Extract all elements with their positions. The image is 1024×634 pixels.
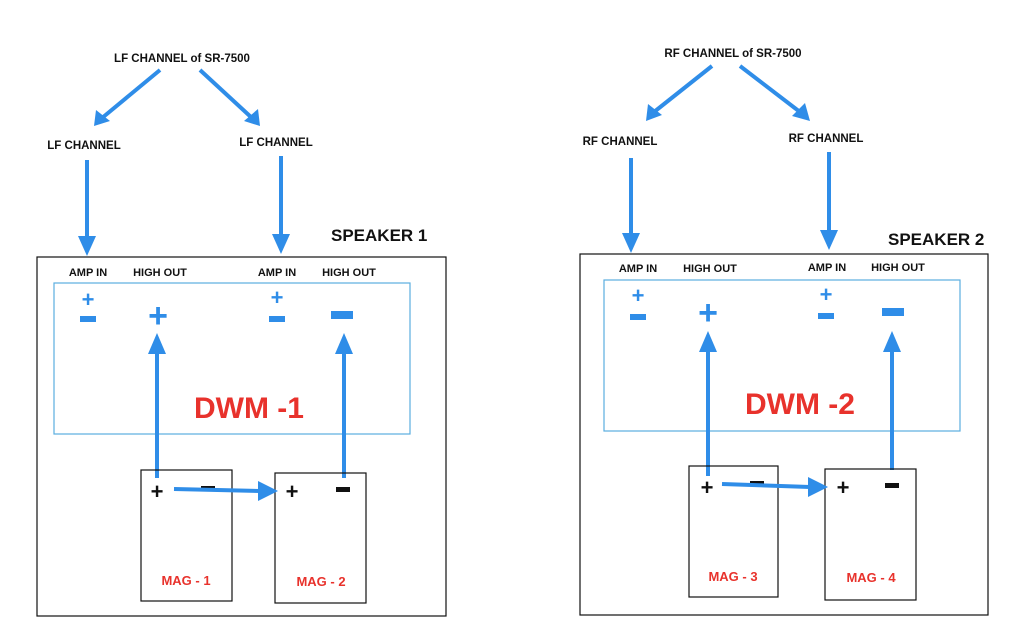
left-amp-b-minus-icon — [269, 316, 285, 322]
mag-4-plus: + — [837, 475, 850, 500]
right-amp-b-plus: + — [820, 282, 833, 307]
right-channel-b-label: RF CHANNEL — [789, 133, 864, 145]
dwm-2-label: DWM -2 — [745, 388, 855, 421]
left-diagram: LF CHANNEL of SR-7500 LF CHANNEL LF CHAN… — [36, 53, 447, 617]
left-amp-in-a-label: AMP IN — [69, 267, 107, 279]
mag-3-label: MAG - 3 — [708, 569, 757, 584]
left-arrowhead-down-a — [78, 236, 96, 256]
right-arrowhead-up-a — [699, 331, 717, 352]
right-arrow-to-channel-b — [738, 64, 802, 114]
mag-4-label: MAG - 4 — [846, 570, 896, 585]
left-high-out-a-label: HIGH OUT — [133, 267, 187, 279]
right-amp-in-b-label: AMP IN — [808, 262, 846, 274]
left-amp-in-b-label: AMP IN — [258, 267, 296, 279]
right-source-label: RF CHANNEL of SR-7500 — [664, 48, 801, 60]
left-source-label: LF CHANNEL of SR-7500 — [114, 53, 250, 65]
speaker-2-box — [579, 253, 989, 616]
left-channel-b-label: LF CHANNEL — [239, 137, 312, 149]
left-arrowhead-channel-b — [244, 109, 260, 126]
mag-3-box — [688, 465, 779, 598]
mag-4-box — [824, 468, 917, 601]
right-amp-a-minus-icon — [630, 314, 646, 320]
right-arrowhead-up-b — [883, 331, 901, 352]
right-arrowhead-down-b — [820, 230, 838, 250]
left-arrowhead-up-b — [335, 333, 353, 354]
right-arrowhead-channel-a — [646, 104, 662, 121]
right-high-out-a-label: HIGH OUT — [683, 263, 737, 275]
left-channel-a-label: LF CHANNEL — [47, 140, 120, 152]
mag-3-plus: + — [701, 475, 714, 500]
mag-4-minus-icon — [885, 483, 899, 488]
left-arrow-to-channel-a — [100, 68, 162, 120]
right-arrowhead-channel-b — [792, 103, 810, 121]
speaker-1-box — [36, 256, 447, 617]
left-arrow-to-channel-b — [198, 68, 254, 120]
mag-2-label: MAG - 2 — [296, 574, 345, 589]
left-amp-a-minus-icon — [80, 316, 96, 322]
speaker-2-label: SPEAKER 2 — [888, 230, 984, 249]
left-arrowhead-mag-link — [258, 481, 278, 501]
right-diagram: RF CHANNEL of SR-7500 RF CHANNEL RF CHAN… — [579, 48, 989, 616]
mag-2-plus: + — [286, 479, 299, 504]
right-arrowhead-mag-link — [808, 477, 828, 497]
left-high-b-minus-icon — [331, 311, 353, 319]
left-high-out-b-label: HIGH OUT — [322, 267, 376, 279]
dwm-1-label: DWM -1 — [194, 392, 304, 425]
right-arrowhead-down-a — [622, 233, 640, 253]
mag-2-box — [274, 472, 367, 604]
right-amp-a-plus: + — [632, 283, 645, 308]
right-high-out-b-label: HIGH OUT — [871, 262, 925, 274]
right-arrow-mag-link — [721, 482, 811, 489]
right-arrow-to-channel-a — [652, 64, 714, 114]
right-amp-b-minus-icon — [818, 313, 834, 319]
mag-1-plus: + — [151, 479, 164, 504]
left-amp-a-plus: + — [82, 287, 95, 312]
mag-2-minus-icon — [336, 487, 350, 492]
left-arrowhead-channel-a — [94, 110, 110, 126]
dwm-2-box — [603, 279, 961, 432]
mag-1-label: MAG - 1 — [161, 573, 210, 588]
left-high-a-plus: + — [148, 297, 168, 335]
dwm-1-box — [53, 282, 411, 435]
left-arrowhead-down-b — [272, 234, 290, 254]
right-amp-in-a-label: AMP IN — [619, 263, 657, 275]
left-amp-b-plus: + — [271, 285, 284, 310]
mag-1-box — [140, 469, 233, 602]
speaker-1-label: SPEAKER 1 — [331, 226, 427, 245]
right-high-b-minus-icon — [882, 308, 904, 316]
right-channel-a-label: RF CHANNEL — [583, 136, 658, 148]
left-arrowhead-up-a — [148, 333, 166, 354]
left-arrow-mag-link — [173, 487, 261, 493]
right-high-a-plus: + — [698, 294, 718, 332]
